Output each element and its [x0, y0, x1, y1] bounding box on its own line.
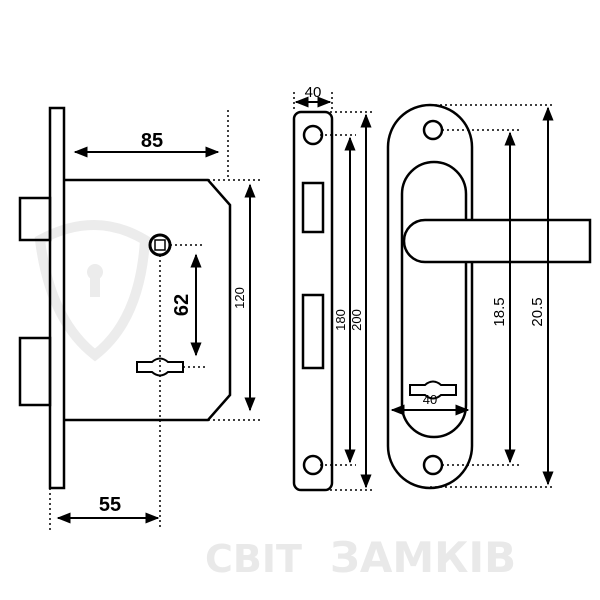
watermark-line1: СВІТ — [205, 537, 302, 581]
lock-case — [64, 178, 232, 422]
watermark: СВІТ ЗАМКІВ — [34, 220, 516, 582]
dim-62-label: 62 — [171, 294, 193, 316]
screw-hole-icon — [422, 454, 444, 476]
lock-dimension-lines — [56, 146, 256, 524]
dim-85-label: 85 — [141, 130, 163, 152]
plate-recess — [400, 160, 468, 439]
faceplate — [48, 106, 66, 490]
dim-20-5-label: 20.5 — [529, 297, 546, 326]
screw-hole-icon — [302, 124, 324, 146]
lock-dotted-guides — [49, 110, 260, 530]
strike-dim-40-label: 40 — [305, 84, 322, 101]
handle-dimension-lines — [390, 106, 554, 486]
dim-180-label: 180 — [333, 309, 348, 331]
latch-bolt — [18, 196, 52, 242]
handle-plate — [386, 103, 592, 490]
lever-handle — [402, 218, 592, 264]
latch-slot — [301, 181, 325, 234]
dead-bolt — [18, 336, 52, 407]
handle-dim-40-label: 40 — [423, 392, 437, 407]
strike-plate — [292, 110, 334, 492]
watermark-line2: ЗАМКІВ — [330, 533, 516, 582]
keyhole-icon — [409, 380, 457, 400]
strike-dotted-guides — [293, 92, 372, 491]
dim-200-label: 200 — [349, 309, 364, 331]
bolt-slot — [301, 293, 325, 370]
handle-dotted-guides — [430, 104, 552, 488]
dim-55-label: 55 — [99, 494, 121, 516]
dim-18-5-label: 18.5 — [491, 297, 508, 326]
dim-120-label: 120 — [232, 287, 247, 309]
cylinder-icon — [148, 233, 172, 257]
strike-dimension-lines — [294, 96, 372, 489]
lock-body — [18, 106, 232, 490]
screw-hole-icon — [422, 119, 444, 141]
keyhole-icon — [136, 357, 184, 377]
shield-logo-icon — [34, 220, 151, 362]
screw-hole-icon — [302, 454, 324, 476]
